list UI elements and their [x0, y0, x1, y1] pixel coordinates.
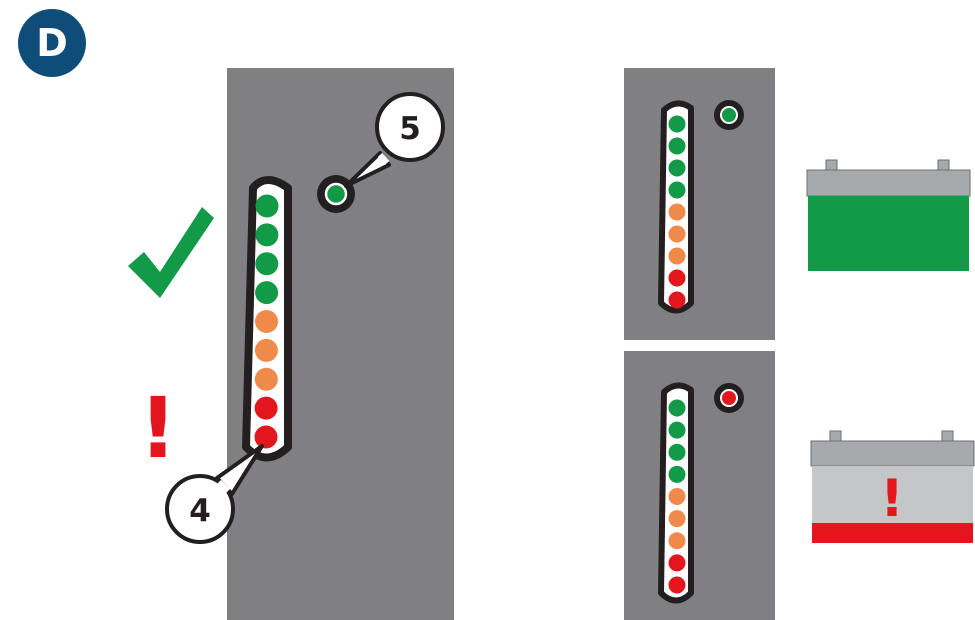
small-indicator-panel: [624, 351, 775, 620]
battery-lid: [806, 169, 971, 197]
status-led: [720, 106, 738, 124]
led-red: [254, 425, 278, 449]
battery-terminal: [941, 430, 954, 442]
warning-icon: !: [139, 379, 177, 477]
battery-body: [812, 466, 973, 523]
led-orange: [255, 310, 278, 333]
status-led: [720, 389, 738, 407]
battery-terminal: [829, 430, 842, 442]
led-green: [668, 159, 686, 177]
led-orange: [668, 488, 686, 505]
battery-terminal: [937, 159, 950, 171]
state-fault: [624, 351, 775, 620]
led-red: [668, 554, 686, 572]
section-badge: D: [18, 9, 86, 77]
led-orange: [668, 225, 686, 243]
led-red: [668, 576, 686, 594]
led-orange: [668, 510, 686, 528]
led-green: [668, 399, 686, 417]
small-indicator-panel: [624, 68, 775, 340]
led-red: [254, 396, 278, 420]
led-orange: [254, 338, 278, 362]
led-green: [668, 137, 686, 155]
led-bar: [668, 115, 686, 309]
battery-body: [808, 196, 969, 271]
battery-warning-icon: !: [880, 469, 904, 529]
callout-5-number: 5: [399, 111, 421, 147]
led-green: [255, 223, 279, 247]
led-green: [668, 181, 686, 199]
callout-5-joint: [377, 153, 390, 165]
callout-4-circle: [165, 474, 235, 544]
check-icon: [128, 207, 214, 298]
battery-fault: !: [810, 430, 975, 543]
led-green: [255, 281, 279, 305]
callout-4-joint: [216, 479, 231, 494]
battery-lid: [810, 440, 975, 467]
battery-terminal: [825, 159, 838, 171]
led-green: [255, 252, 279, 276]
led-orange: [254, 367, 278, 391]
led-bar: [254, 194, 279, 449]
led-red: [668, 269, 686, 287]
badge-letter: D: [36, 21, 68, 65]
callout-4: 4: [165, 444, 264, 544]
led-green: [668, 465, 686, 483]
led-orange: [668, 247, 686, 265]
status-led: [324, 182, 348, 206]
callout-5: 5: [344, 92, 445, 188]
led-orange: [668, 203, 686, 221]
battery-fault-strip: [812, 523, 973, 543]
badge-circle: [18, 9, 86, 77]
led-bar: [668, 399, 686, 594]
led-green: [668, 421, 686, 439]
battery-charged: [806, 159, 971, 271]
callout-5-circle: [375, 92, 445, 162]
led-green: [668, 443, 686, 461]
callout-4-number: 4: [189, 493, 211, 529]
led-orange: [668, 532, 686, 550]
led-red: [668, 291, 686, 309]
led-green: [255, 194, 279, 218]
led-green: [668, 115, 686, 133]
state-charged: [624, 68, 775, 340]
